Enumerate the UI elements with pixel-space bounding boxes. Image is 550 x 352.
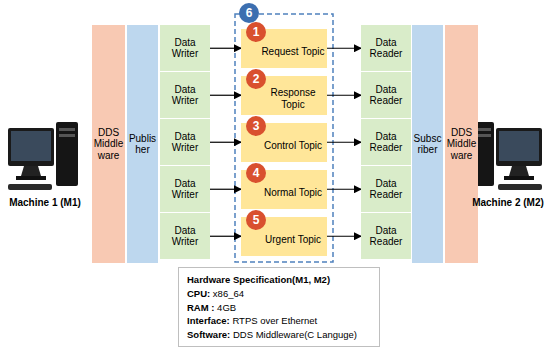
arrow-connector bbox=[210, 142, 241, 143]
machine-label: Machine 1 (M1) bbox=[5, 197, 85, 209]
box-label: DDS Middleware bbox=[93, 127, 124, 162]
data-writer-box: Data Writer bbox=[160, 213, 210, 259]
box-label: Data Reader bbox=[361, 225, 411, 248]
topic-group-outline bbox=[235, 14, 333, 262]
box-label: Data Reader bbox=[361, 131, 411, 154]
computer-icon bbox=[8, 122, 78, 190]
arrow-connector bbox=[210, 189, 241, 190]
box-label: Normal Topic bbox=[264, 187, 322, 199]
middleware-band: DDS Middleware bbox=[92, 25, 125, 263]
box-label: Data Writer bbox=[160, 178, 210, 201]
callout-number: 2 bbox=[246, 69, 266, 89]
data-reader-box: Data Reader bbox=[361, 119, 411, 165]
publisher-band: Publisher bbox=[127, 25, 158, 263]
box-label: Data Writer bbox=[160, 84, 210, 107]
machine-label: Machine 2 (M2) bbox=[468, 197, 548, 209]
box-label: Publisher bbox=[128, 133, 157, 156]
arrow-connector bbox=[327, 95, 361, 96]
arrow-connector bbox=[327, 142, 361, 143]
arrow-connector bbox=[327, 236, 361, 237]
arrow-connector bbox=[327, 189, 361, 190]
spec-line: RAM : 4GB bbox=[187, 301, 236, 315]
data-reader-box: Data Reader bbox=[361, 25, 411, 71]
middleware-band: DDS Middleware bbox=[445, 25, 478, 263]
spec-heading: Hardware Specification(M1, M2) bbox=[187, 273, 330, 287]
spec-line: Software: DDS Middleware(C Languge) bbox=[187, 328, 357, 342]
data-reader-box: Data Reader bbox=[361, 166, 411, 212]
data-writer-box: Data Writer bbox=[160, 72, 210, 118]
box-label: Data Reader bbox=[361, 84, 411, 107]
subscriber-band: Subscriber bbox=[412, 25, 443, 263]
callout-number: 6 bbox=[239, 3, 259, 23]
data-writer-box: Data Writer bbox=[160, 119, 210, 165]
data-reader-box: Data Reader bbox=[361, 72, 411, 118]
arrow-connector bbox=[210, 48, 241, 49]
spec-line: Interface: RTPS over Ethernet bbox=[187, 314, 317, 328]
box-label: Data Reader bbox=[361, 178, 411, 201]
callout-number: 3 bbox=[246, 116, 266, 136]
data-writer-box: Data Writer bbox=[160, 166, 210, 212]
arrow-connector bbox=[327, 48, 361, 49]
data-reader-box: Data Reader bbox=[361, 213, 411, 259]
box-label: Response Topic bbox=[259, 87, 327, 110]
box-label: Data Reader bbox=[361, 37, 411, 60]
arrow-connector bbox=[210, 236, 241, 237]
box-label: Data Writer bbox=[160, 225, 210, 248]
box-label: Request Topic bbox=[261, 46, 324, 58]
spec-box: Hardware Specification(M1, M2)CPU: x86_6… bbox=[178, 267, 380, 347]
box-label: Data Writer bbox=[160, 131, 210, 154]
box-label: DDS Middleware bbox=[446, 127, 477, 162]
callout-number: 4 bbox=[246, 163, 266, 183]
data-writer-box: Data Writer bbox=[160, 25, 210, 71]
spec-line: CPU: x86_64 bbox=[187, 287, 244, 301]
box-label: Control Topic bbox=[264, 140, 322, 152]
callout-number: 1 bbox=[246, 22, 266, 42]
callout-number: 5 bbox=[246, 210, 266, 230]
box-label: Urgent Topic bbox=[265, 234, 321, 246]
box-label: Subscriber bbox=[413, 133, 442, 156]
arrow-connector bbox=[210, 95, 241, 96]
box-label: Data Writer bbox=[160, 37, 210, 60]
computer-icon bbox=[474, 122, 542, 190]
